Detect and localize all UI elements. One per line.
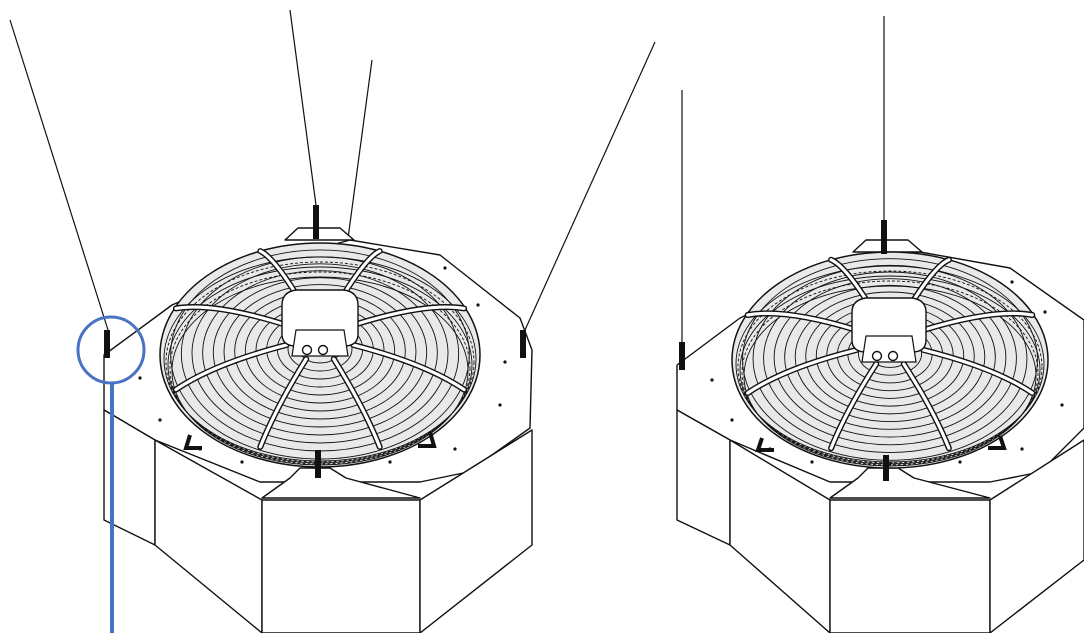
threaded-rod [881, 220, 887, 254]
fan-guard-ring [202, 270, 438, 436]
housing-front-bracket [829, 467, 991, 499]
fan-guard-ring [763, 271, 1017, 446]
fan-guard-spokes-highlight [174, 249, 466, 449]
fan-guard-spoke [174, 305, 289, 327]
left-fan-guard [159, 242, 481, 468]
fan-guard-ring [742, 258, 1038, 461]
right-suspension-wires [681, 16, 885, 342]
housing-side-front-right [989, 439, 1084, 633]
right-fan-guard [731, 251, 1049, 469]
threaded-rod [520, 330, 526, 358]
fan-guard-ring [784, 284, 996, 430]
fan-guard-spoke [746, 311, 859, 332]
fan-guard-spoke [351, 343, 466, 392]
housing-side-front [829, 499, 991, 633]
cable-gland [887, 350, 899, 362]
fan-guard-ring [773, 278, 1007, 438]
fan-guard-rim-ring [735, 265, 1045, 463]
fan-guard-spoke [902, 362, 951, 450]
guard-foot [988, 435, 1007, 450]
housing-front-bracket [261, 467, 421, 499]
fan-guard-ring [223, 284, 417, 420]
guard-foot [183, 434, 202, 450]
fan-guard-spoke [174, 343, 289, 392]
threaded-rod [679, 342, 685, 370]
left-suspension-wires [9, 9, 656, 373]
fan-guard-rim-ring [743, 285, 1037, 467]
threaded-rod [104, 330, 110, 358]
guard-foot [418, 431, 437, 448]
suspension-wire [9, 19, 109, 331]
housing-side-front-right [419, 429, 533, 633]
cable-gland [871, 350, 883, 362]
right-unit [676, 16, 1084, 633]
fan-guard-spoke [332, 357, 382, 449]
left-highlight [76, 315, 146, 633]
housing-top-bracket [284, 227, 355, 241]
cable-gland [301, 344, 313, 356]
fan-guard-spoke [746, 348, 859, 395]
fan-guard-rim-ring [737, 270, 1043, 464]
threaded-rod [315, 450, 321, 478]
housing-top-bracket [852, 239, 923, 253]
threaded-rod [883, 455, 889, 481]
fan-guard-spoke [258, 357, 308, 449]
suspension-wire [524, 41, 656, 331]
suspension-wire [289, 9, 317, 206]
housing-side-front-left [154, 439, 263, 633]
fan-guard-ring [191, 263, 449, 444]
left-threaded-rods [104, 205, 526, 478]
cable-gland [317, 344, 329, 356]
fan-guard-ring [212, 277, 428, 428]
fan-guard-spoke [829, 362, 878, 450]
left-unit [9, 9, 656, 633]
threaded-rod [313, 205, 319, 239]
fan-guard-spoke [351, 305, 466, 327]
guard-foot [755, 437, 774, 452]
fan-guard-rim-ring [741, 280, 1039, 466]
right-threaded-rods [679, 220, 889, 481]
fan-guard-spoke [921, 348, 1034, 395]
housing-side-front [261, 499, 421, 633]
fan-guard-ring [752, 264, 1028, 453]
fan-guard-spoke [921, 311, 1034, 332]
fan-guard-ring [794, 291, 986, 423]
housing-side-front-left [729, 439, 831, 633]
fan-guard-rim-ring [739, 275, 1041, 465]
